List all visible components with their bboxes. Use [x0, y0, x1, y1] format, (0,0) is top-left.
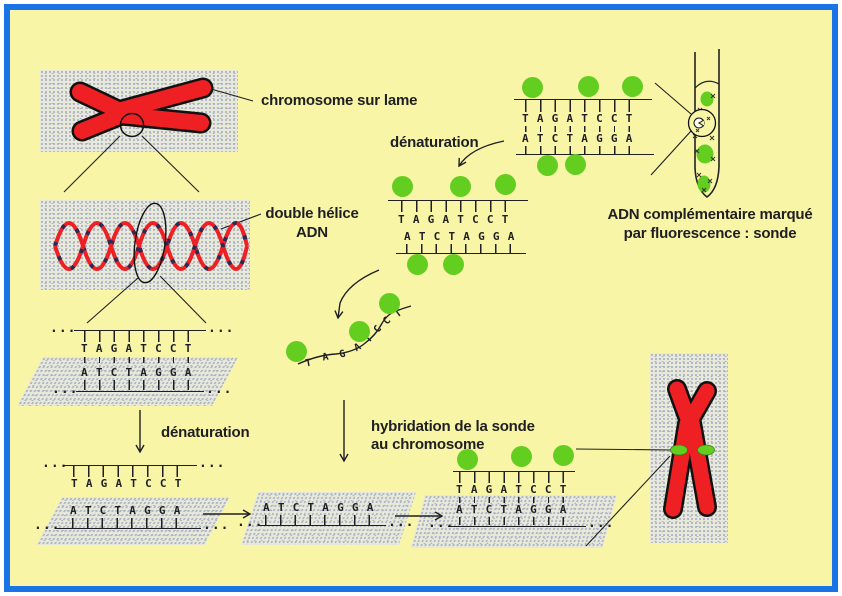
- fluorescent-dot: [553, 445, 574, 466]
- strand-continuation-dots: ...: [428, 516, 455, 531]
- strand-backbone: [63, 465, 197, 466]
- fluorescent-dot: [450, 176, 471, 197]
- base-pair-bonds: [459, 497, 571, 503]
- strand-continuation-dots: ...: [199, 456, 226, 471]
- fluorescent-dot: [457, 449, 478, 470]
- label-hybridation-1: hybridation de la sonde: [371, 418, 535, 435]
- strand-backbone: [388, 200, 528, 201]
- fluorescent-dot: [537, 155, 558, 176]
- strand-ticks: [265, 515, 377, 525]
- strand-ticks: [84, 331, 196, 342]
- fluorescent-dot: [443, 254, 464, 275]
- strand-ticks: [406, 244, 518, 253]
- strand-ticks: [459, 472, 571, 483]
- label-chromosome-sur-lame: chromosome sur lame: [261, 92, 418, 109]
- label-adn: ADN: [296, 224, 328, 241]
- strand-continuation-dots: ...: [203, 518, 230, 533]
- fluorescent-dot: [407, 254, 428, 275]
- label-denaturation-left: dénaturation: [161, 424, 250, 441]
- strand-ticks: [72, 518, 184, 528]
- fluorescent-dot: [578, 76, 599, 97]
- strand-continuation-dots: ...: [34, 518, 61, 533]
- strand-continuation-dots: ...: [588, 516, 615, 531]
- strand-ticks: [401, 201, 513, 212]
- antisense-strand-letters: ATCTAGGA: [70, 504, 189, 517]
- strand-backbone: [76, 391, 204, 392]
- antisense-strand-letters: ATCTAGGA: [263, 501, 382, 514]
- strand-continuation-dots: ...: [208, 321, 235, 336]
- base-pair-bonds: [525, 126, 637, 132]
- fluorescent-dot: [565, 154, 586, 175]
- strand-continuation-dots: ...: [42, 456, 69, 471]
- strand-backbone: [514, 99, 652, 100]
- sense-strand-letters: TAGATCCT: [71, 477, 190, 490]
- strand-ticks: [525, 100, 637, 112]
- sense-strand-letters: TAGATCCT: [81, 342, 200, 355]
- strand-backbone: [74, 330, 206, 331]
- strand-backbone: [55, 528, 201, 529]
- strand-ticks: [84, 380, 196, 390]
- fluorescent-dot: [286, 341, 307, 362]
- fluorescent-dot: [522, 77, 543, 98]
- label-hybridation-2: au chromosome: [371, 436, 485, 453]
- strand-backbone: [453, 471, 575, 472]
- strand-continuation-dots: ...: [388, 515, 415, 530]
- label-probe-1: ADN complémentaire marqué: [607, 206, 813, 223]
- strand-continuation-dots: ...: [206, 382, 233, 397]
- strand-backbone: [516, 154, 654, 155]
- strand-continuation-dots: ...: [237, 515, 264, 530]
- label-probe-2: par fluorescence : sonde: [623, 225, 797, 242]
- antisense-strand-letters: ATCTAGGA: [81, 366, 200, 379]
- strand-backbone: [258, 525, 386, 526]
- fluorescent-dot: [379, 293, 400, 314]
- slide-chromosome: [40, 70, 238, 152]
- slide-double-helix: [40, 200, 250, 290]
- sense-strand-letters: TAGATCCT: [456, 483, 575, 496]
- slide-result-chromosome: [650, 353, 728, 543]
- strand-ticks: [459, 517, 571, 525]
- base-pair-bonds: [84, 357, 196, 363]
- label-denaturation-middle: dénaturation: [390, 134, 479, 151]
- antisense-strand-letters: ATCTAGGA: [522, 132, 641, 145]
- sense-strand-letters: TAGATCCT: [522, 112, 641, 125]
- strand-ticks: [73, 466, 185, 477]
- strand-ticks: [525, 146, 637, 154]
- antisense-strand-letters: ATCTAGGA: [404, 230, 523, 243]
- fluorescent-dot: [392, 176, 413, 197]
- strand-continuation-dots: ...: [52, 382, 79, 397]
- strand-continuation-dots: ...: [50, 321, 77, 336]
- fluorescent-dot: [622, 76, 643, 97]
- fluorescent-dot: [511, 446, 532, 467]
- sense-strand-letters: TAGATCCT: [398, 213, 517, 226]
- strand-backbone: [448, 526, 586, 527]
- strand-backbone: [396, 253, 526, 254]
- antisense-strand-letters: ATCTAGGA: [456, 503, 575, 516]
- fluorescent-dot: [495, 174, 516, 195]
- label-double-helice: double hélice: [265, 205, 359, 222]
- fluorescent-dot: [349, 321, 370, 342]
